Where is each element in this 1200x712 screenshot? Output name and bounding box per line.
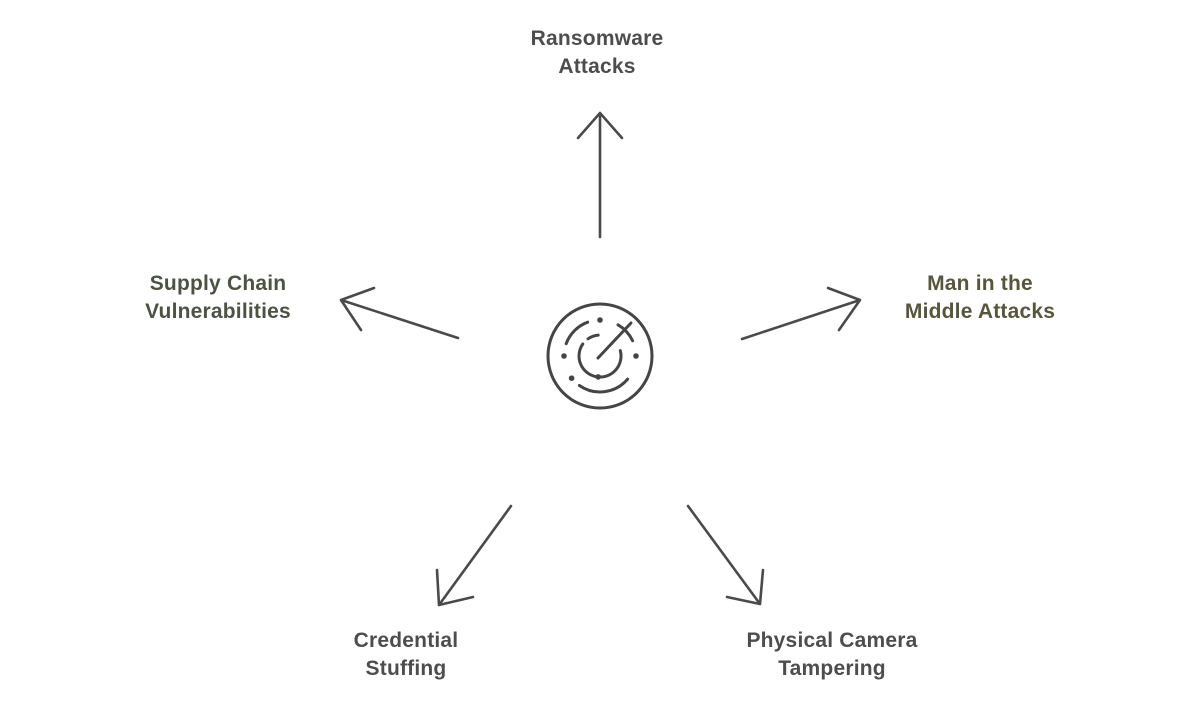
- label-line: Credential: [353, 629, 459, 652]
- label-line: Attacks: [558, 55, 636, 78]
- label-line: Tampering: [778, 657, 886, 680]
- label-line: Physical Camera: [746, 629, 918, 652]
- arrow-right: [740, 286, 862, 341]
- node-label-physical-camera-tampering: Physical Camera Tampering: [746, 627, 917, 683]
- arrow-bottom-right: [686, 504, 765, 606]
- arrow-bottom-left: [435, 504, 513, 607]
- radar-icon: [544, 300, 656, 412]
- label-line: Ransomware: [530, 27, 664, 50]
- label-line: Man in the: [927, 272, 1033, 295]
- label-line: Vulnerabilities: [145, 300, 291, 323]
- label-line: Supply Chain: [149, 272, 287, 295]
- arrow-top: [576, 111, 624, 239]
- label-line: Middle Attacks: [904, 300, 1056, 323]
- node-label-ransomware-attacks: Ransomware Attacks: [531, 25, 664, 81]
- label-line: Stuffing: [365, 657, 447, 680]
- arrow-left: [339, 286, 460, 340]
- node-label-credential-stuffing: Credential Stuffing: [354, 627, 459, 683]
- node-label-supply-chain-vulnerabilities: Supply Chain Vulnerabilities: [145, 270, 291, 326]
- node-label-man-in-the-middle-attacks: Man in the Middle Attacks: [905, 270, 1055, 326]
